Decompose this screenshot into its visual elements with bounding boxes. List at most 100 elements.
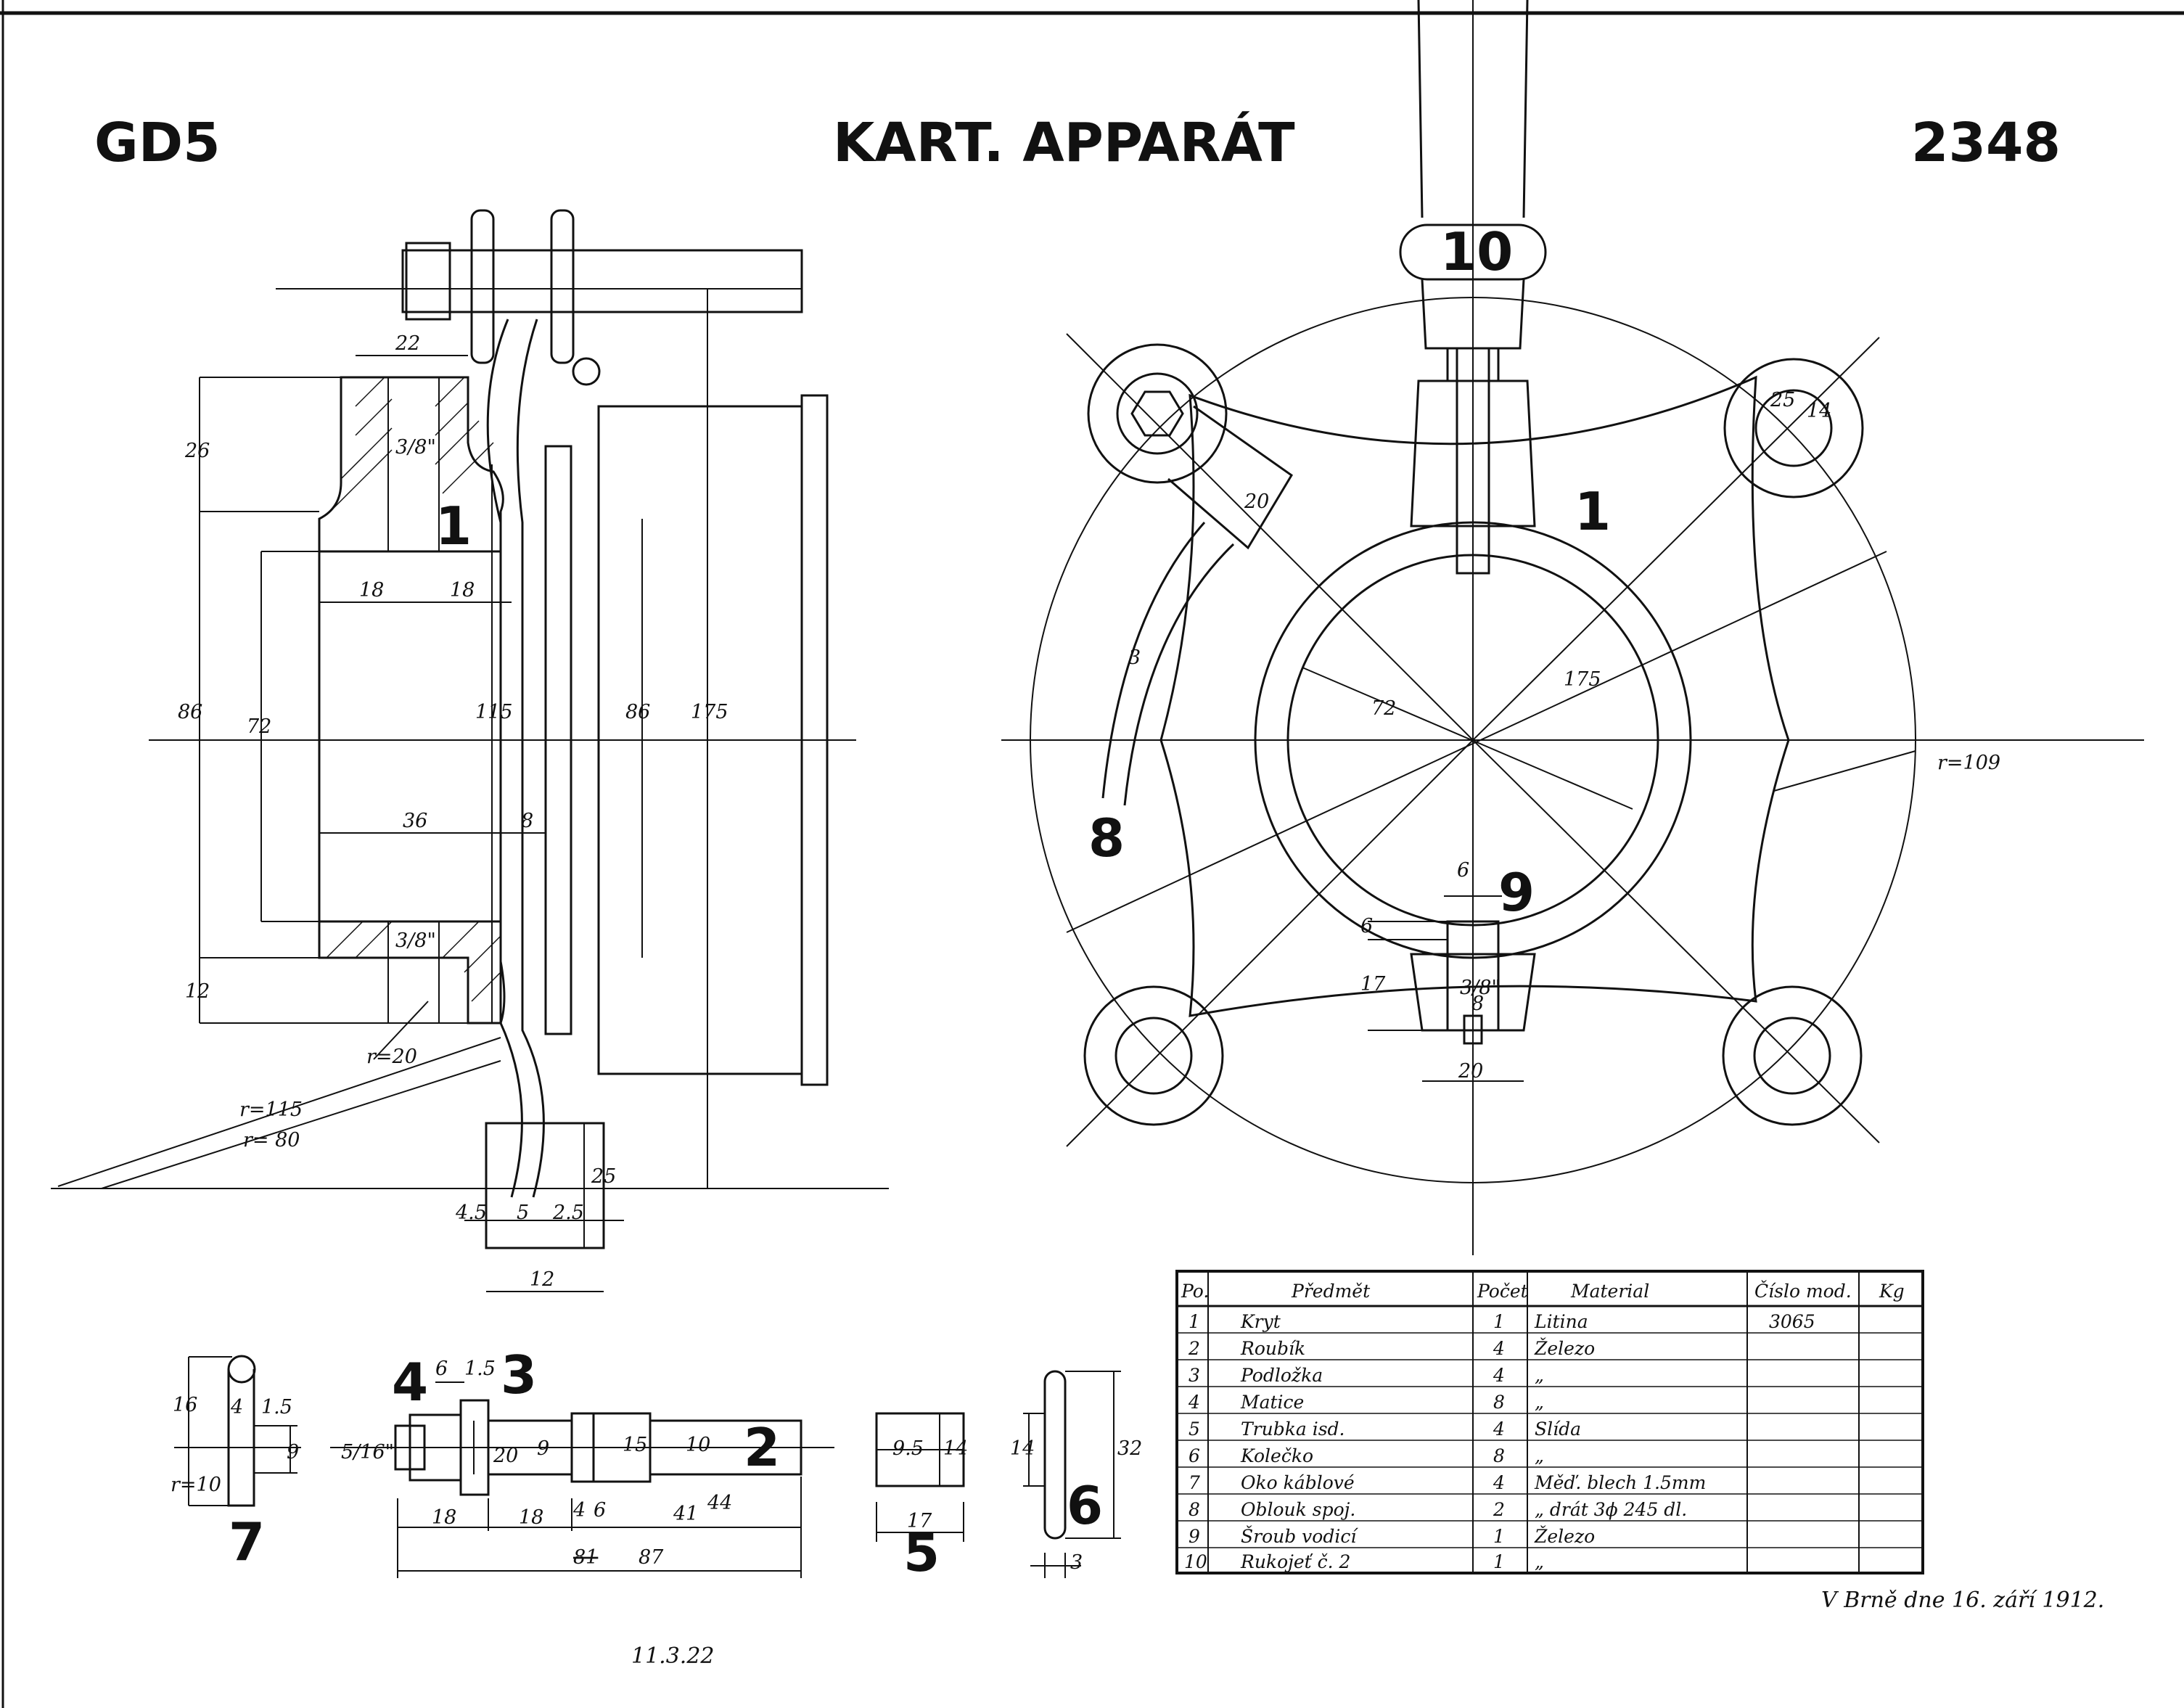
cell-item: Matice — [1240, 1392, 1304, 1413]
cell-item: Oblouk spoj. — [1241, 1499, 1355, 1520]
dim-18-a: 18 — [359, 579, 384, 602]
revision-note: 11.3.22 — [631, 1643, 715, 1669]
cell-qty: 8 — [1493, 1392, 1505, 1413]
lower-boss — [1410, 953, 1536, 1032]
table-row: 4 Matice 8 „ — [1188, 1392, 1544, 1413]
dim-72-front: 72 — [1371, 697, 1396, 720]
boss-bottom-right — [1722, 985, 1863, 1126]
cell-qty: 4 — [1493, 1365, 1505, 1386]
part-label-9: 9 — [1498, 862, 1535, 923]
dim-175-side: 175 — [691, 701, 728, 723]
cell-pos: 8 — [1189, 1499, 1200, 1520]
cell-item: Kolečko — [1240, 1445, 1313, 1466]
outer-circle-175 — [1030, 297, 1916, 1183]
cell-qty: 1 — [1493, 1526, 1505, 1547]
cell-material: Měď. blech 1.5mm — [1534, 1472, 1706, 1493]
cell-item: Oko káblové — [1241, 1472, 1355, 1493]
side-view-dimensions: 22 26 86 72 115 86 175 18 18 36 8 12 3/8… — [178, 332, 728, 1291]
cell-item: Roubík — [1240, 1338, 1305, 1359]
cell-material: „ — [1535, 1392, 1544, 1413]
hub-bore — [319, 550, 501, 923]
table-row: 7 Oko káblové 4 Měď. blech 1.5mm — [1189, 1472, 1706, 1493]
connecting-arc — [486, 319, 545, 1198]
detail-bolt-text: 4 3 2 6 1.5 5/16" 20 9 15 10 18 18 4 6 4… — [341, 1344, 780, 1569]
dim-86-left: 86 — [178, 701, 202, 723]
cell-qty: 1 — [1493, 1551, 1505, 1572]
drawing-title: KART. APPARÁT — [833, 110, 1295, 174]
part-label-2: 2 — [744, 1417, 780, 1478]
col-header-pos: Po. — [1181, 1281, 1209, 1302]
cell-pos: 10 — [1184, 1551, 1207, 1572]
cell-material: Slída — [1535, 1418, 1581, 1440]
front-view — [1001, 0, 2144, 1255]
dim-8-front: 8 — [1471, 993, 1484, 1015]
part-label-7: 7 — [229, 1511, 265, 1572]
dim-thread-front: 3/8" — [1460, 977, 1501, 999]
cell-item: Kryt — [1240, 1311, 1281, 1332]
dim-6-a: 6 — [1457, 859, 1469, 882]
dim-bolt-44: 44 — [707, 1492, 732, 1514]
cell-qty: 4 — [1493, 1472, 1505, 1493]
cell-pos: 1 — [1189, 1311, 1200, 1332]
col-header-model: Číslo mod. — [1754, 1281, 1852, 1302]
front-view-labels: 10 1 8 9 72 175 r=109 20 3 25 14 6 6 17 … — [1088, 221, 2000, 1083]
detail-part-5 — [875, 1412, 965, 1542]
cell-pos: 9 — [1189, 1526, 1200, 1547]
dim-5-9-5: 9.5 — [892, 1437, 924, 1460]
dim-bolt-9: 9 — [537, 1437, 549, 1460]
table-row: 10 Rukojeť č. 2 1 „ — [1184, 1551, 1544, 1572]
detail-part-5-text: 5 9.5 14 17 — [892, 1437, 968, 1583]
dim-bolt-81: 81 — [573, 1546, 598, 1569]
cell-qty: 1 — [1493, 1311, 1505, 1332]
cell-qty: 8 — [1493, 1445, 1505, 1466]
col-header-kg: Kg — [1879, 1281, 1905, 1302]
detail-bolt-assembly — [330, 1381, 834, 1578]
cell-item: Rukojeť č. 2 — [1240, 1551, 1350, 1572]
signature-date: V Brně dne 16. září 1912. — [1821, 1588, 2104, 1613]
cell-material: „ — [1535, 1551, 1544, 1572]
detail-part-6-text: 6 14 32 3 — [1010, 1437, 1142, 1574]
dim-7-9: 9 — [287, 1441, 299, 1463]
boss-bottom-left — [1083, 985, 1224, 1126]
dim-3-arc: 3 — [1128, 646, 1141, 669]
detail-part-7-text: 7 16 4 1.5 9 r=10 — [171, 1394, 299, 1572]
drawing-number: 2348 — [1911, 112, 2061, 174]
handle-grip — [1399, 223, 1547, 281]
handle-stem — [1417, 0, 1529, 218]
dim-20-eye: 20 — [1244, 490, 1269, 513]
table-row: 1 Kryt 1 Litina 3065 — [1189, 1311, 1815, 1332]
table-row: 2 Roubík 4 Železo — [1188, 1338, 1595, 1359]
dim-bolt-18-b: 18 — [519, 1506, 543, 1529]
dim-17-front: 17 — [1360, 973, 1386, 995]
cell-pos: 6 — [1189, 1445, 1200, 1466]
dim-18-b: 18 — [450, 579, 475, 602]
cell-qty: 4 — [1493, 1338, 1505, 1359]
dim-bolt-15: 15 — [623, 1434, 647, 1456]
table-row: 3 Podložka 4 „ — [1189, 1365, 1544, 1386]
table-row: 5 Trubka isd. 4 Slída — [1189, 1418, 1581, 1440]
insulating-plate — [544, 445, 572, 1035]
dim-6-14: 14 — [1010, 1437, 1035, 1460]
dim-14-boss: 14 — [1807, 400, 1831, 422]
dim-175-front: 175 — [1564, 668, 1601, 691]
ring-outer — [1254, 521, 1692, 959]
dim-86-right: 86 — [625, 701, 650, 723]
cell-item: Trubka isd. — [1241, 1418, 1345, 1440]
part-label-1-front: 1 — [1575, 481, 1611, 542]
dim-36: 36 — [403, 810, 427, 832]
boss-top-left — [1087, 343, 1228, 484]
dim-6-b: 6 — [1360, 915, 1373, 937]
dim-r115: r=115 — [239, 1099, 303, 1121]
dim-bolt-4: 4 — [572, 1499, 586, 1522]
part-label-3: 3 — [501, 1344, 537, 1405]
dim-bolt-10: 10 — [686, 1434, 710, 1456]
dim-7-1-5: 1.5 — [261, 1396, 292, 1418]
dim-bolt-5-16: 5/16" — [341, 1441, 394, 1463]
part-label-10: 10 — [1440, 221, 1513, 282]
dim-12: 12 — [185, 980, 210, 1003]
dim-4-5: 4.5 — [455, 1202, 487, 1224]
dim-26: 26 — [184, 440, 210, 462]
cell-pos: 2 — [1188, 1338, 1200, 1359]
dim-7-4: 4 — [230, 1396, 243, 1418]
